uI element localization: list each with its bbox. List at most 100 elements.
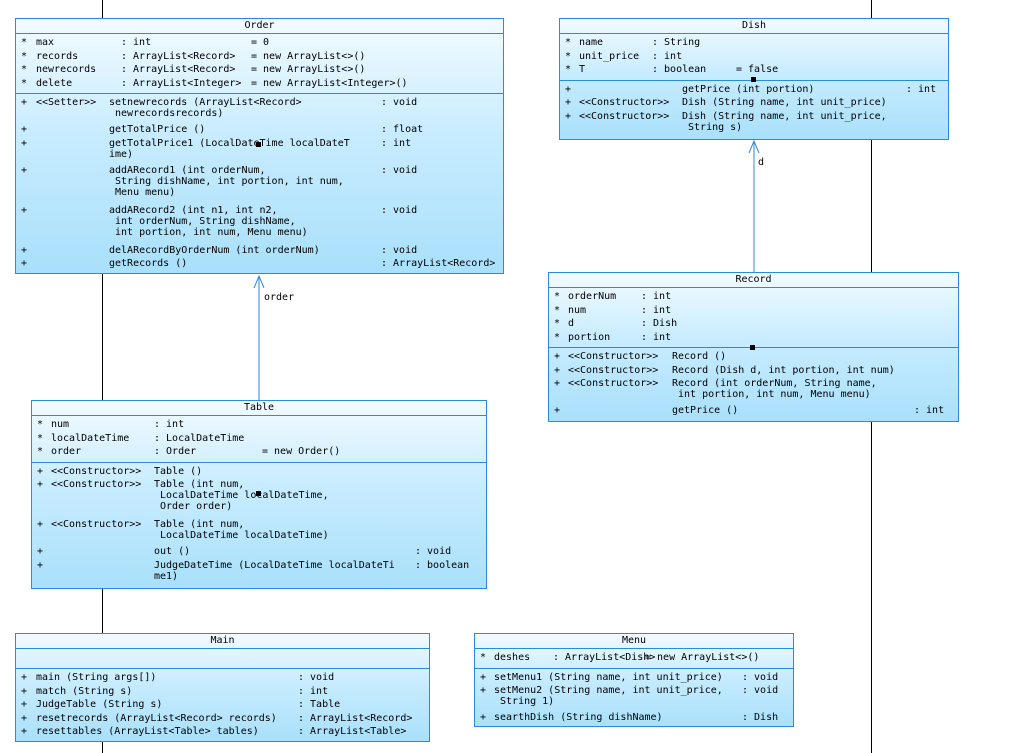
visibility-marker: * <box>37 446 44 457</box>
operation-row[interactable]: +getPrice (): int <box>549 404 958 418</box>
operations-section: +setMenu1 (String name, int unit_price):… <box>475 669 793 728</box>
attribute-row[interactable]: *newrecords: ArrayList<Record>= new Arra… <box>16 63 503 77</box>
attribute-row[interactable]: *name: String <box>560 36 948 50</box>
operation-row[interactable]: +getRecords (): ArrayList<Record> <box>16 257 503 271</box>
attribute-row[interactable]: *num: int <box>32 418 486 432</box>
attribute-type: : ArrayList<Record> <box>121 50 236 62</box>
attribute-name: deshes <box>494 652 531 663</box>
stereotype: <<Constructor>> <box>568 351 659 362</box>
selection-handle[interactable] <box>751 77 756 82</box>
operation-signature: getPrice () <box>672 405 739 416</box>
operation-row[interactable]: +main (String args[]): void <box>16 671 429 685</box>
visibility-marker: + <box>480 712 487 723</box>
attribute-type: : int <box>641 291 672 302</box>
operation-signature: addARecord1 (int orderNum, String dishNa… <box>109 164 344 198</box>
return-type: : void <box>381 244 418 256</box>
operation-row[interactable]: +setMenu2 (String name, int unit_price, … <box>475 684 793 711</box>
operation-row[interactable]: +<<Constructor>>Record (Dish d, int port… <box>549 364 958 378</box>
operation-row[interactable]: +<<Constructor>>Dish (String name, int u… <box>560 110 948 137</box>
class-menu[interactable]: Menu*deshes: ArrayList<Dish>= new ArrayL… <box>474 633 794 727</box>
attribute-row[interactable]: *deshes: ArrayList<Dish>= new ArrayList<… <box>475 651 793 665</box>
attribute-name: localDateTime <box>51 432 130 444</box>
operation-row[interactable]: +resettables (ArrayList<Table> tables): … <box>16 725 429 739</box>
operation-row[interactable]: + JudgeDateTime (LocalDateTime localDateT… <box>32 559 486 586</box>
operation-row[interactable]: +setMenu1 (String name, int unit_price):… <box>475 671 793 685</box>
visibility-marker: * <box>21 37 28 48</box>
operation-row[interactable]: +getTotalPrice (): float <box>16 123 503 137</box>
operation-row[interactable]: +<<Constructor>>Record () <box>549 350 958 364</box>
visibility-marker: + <box>21 258 28 269</box>
attribute-default: = new ArrayList<Integer>() <box>251 77 408 89</box>
operation-row[interactable]: +<<Constructor>>Dish (String name, int u… <box>560 96 948 110</box>
visibility-marker: + <box>21 712 28 724</box>
attribute-row[interactable]: *T: boolean= false <box>560 63 948 77</box>
operation-row[interactable]: +addARecord1 (int orderNum, String dishN… <box>16 164 503 204</box>
visibility-marker: + <box>565 97 572 108</box>
attribute-type: : LocalDateTime <box>154 432 245 444</box>
stereotype: <<Constructor>> <box>568 364 659 376</box>
visibility-marker: + <box>21 204 28 216</box>
class-main[interactable]: Main+main (String args[]): void+match (S… <box>15 633 430 742</box>
attribute-row[interactable]: *num: int <box>549 304 958 318</box>
operations-section: +getPrice (int portion): int+<<Construct… <box>560 81 948 140</box>
visibility-marker: + <box>37 465 44 477</box>
operation-signature: setnewrecords (ArrayList<Record> newreco… <box>109 97 302 119</box>
operation-signature: addARecord2 (int n1, int n2, int orderNu… <box>109 204 308 238</box>
attribute-default: = new ArrayList<>() <box>251 50 366 62</box>
attributes-section: *max: int= 0*records: ArrayList<Record>=… <box>16 34 503 94</box>
return-type: : Dish <box>742 712 779 723</box>
operation-row[interactable]: +delARecordByOrderNum (int orderNum): vo… <box>16 244 503 258</box>
visibility-marker: * <box>554 331 561 343</box>
operation-row[interactable]: +searthDish (String dishName): Dish <box>475 711 793 725</box>
operation-row[interactable]: +<<Setter>>setnewrecords (ArrayList<Reco… <box>16 96 503 123</box>
attributes-section: *orderNum: int*num: int*d: Dish* portion:… <box>549 288 958 348</box>
operation-row[interactable]: +<<Constructor>>Table (int num, LocalDat… <box>32 478 486 518</box>
operations-section: +<<Constructor>>Table ()+<<Constructor>>… <box>32 463 486 589</box>
attribute-row[interactable]: *order: Order= new Order() <box>32 445 486 459</box>
selection-handle[interactable] <box>256 491 261 496</box>
operation-row[interactable]: +getPrice (int portion): int <box>560 83 948 97</box>
selection-handle[interactable] <box>256 142 261 147</box>
attribute-row[interactable]: *portion: int <box>549 331 958 345</box>
attribute-row[interactable]: *d: Dish <box>549 317 958 331</box>
attribute-type: : int <box>652 50 683 62</box>
operation-signature: JudgeDateTime (LocalDateTime localDateTi… <box>154 559 395 582</box>
attribute-type: : ArrayList<Record> <box>121 64 236 75</box>
operation-row[interactable]: +<<Constructor>>Table (int num, LocalDat… <box>32 518 486 545</box>
return-type: : void <box>298 672 335 683</box>
visibility-marker: * <box>37 432 44 444</box>
operation-row[interactable]: +<<Constructor>>Record (int orderNum, St… <box>549 377 958 404</box>
stereotype: <<Constructor>> <box>579 110 670 122</box>
stereotype: <<Constructor>> <box>51 479 142 490</box>
visibility-marker: + <box>554 351 561 362</box>
attribute-default: = new Order() <box>262 446 341 457</box>
attribute-name: newrecords <box>36 64 97 75</box>
attribute-type: : String <box>652 37 701 48</box>
visibility-marker: + <box>21 685 28 697</box>
attribute-row[interactable]: *orderNum: int <box>549 290 958 304</box>
stereotype: <<Constructor>> <box>51 519 142 530</box>
selection-handle[interactable] <box>750 345 755 350</box>
attribute-row[interactable]: *delete: ArrayList<Integer>= new ArrayLi… <box>16 77 503 91</box>
class-title: Table <box>32 401 486 416</box>
visibility-marker: * <box>565 64 572 75</box>
operation-signature: match (String s) <box>36 685 133 697</box>
operation-row[interactable]: +match (String s): int <box>16 685 429 699</box>
operation-row[interactable]: +getTotalPrice1 (LocalDateTime localDate… <box>16 137 503 164</box>
attribute-row[interactable]: *max: int= 0 <box>16 36 503 50</box>
attribute-name: portion <box>568 331 611 343</box>
attribute-type: : ArrayList<Integer> <box>121 77 242 89</box>
operation-row[interactable]: +out (): void <box>32 545 486 559</box>
class-title: Dish <box>560 19 948 34</box>
operation-row[interactable]: +resetrecords (ArrayList<Record> records… <box>16 712 429 726</box>
class-title: Main <box>16 634 429 649</box>
operation-row[interactable]: +JudgeTable (String s): Table <box>16 698 429 712</box>
visibility-marker: + <box>37 559 44 571</box>
attribute-row[interactable]: * localDateTime : LocalDateTime <box>32 432 486 446</box>
operation-row[interactable]: +<<Constructor>>Table () <box>32 465 486 479</box>
attribute-row[interactable]: *unit_price: int <box>560 50 948 64</box>
operation-row[interactable]: + addARecord2 (int n1, int n2, int orderN… <box>16 204 503 244</box>
visibility-marker: + <box>565 83 572 95</box>
attribute-row[interactable]: *records: ArrayList<Record>= new ArrayLi… <box>16 50 503 64</box>
visibility-marker: + <box>554 405 561 416</box>
